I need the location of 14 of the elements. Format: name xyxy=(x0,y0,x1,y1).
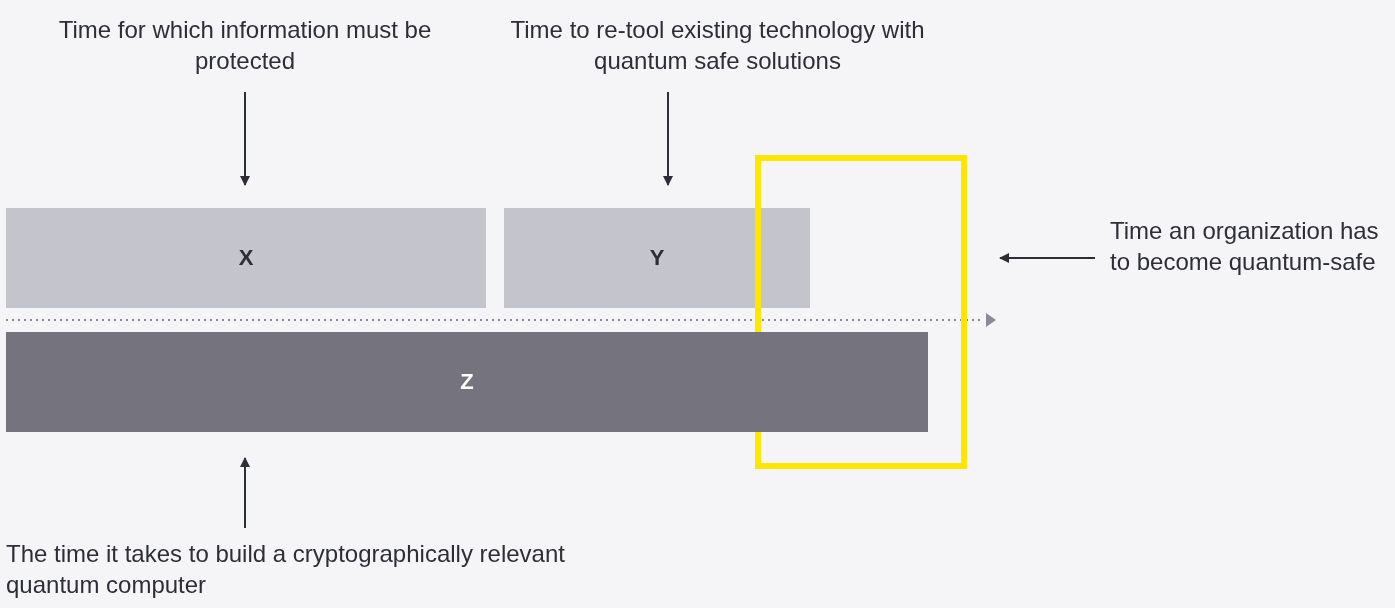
arrow xyxy=(663,91,673,186)
timeline-bar xyxy=(6,208,486,308)
timeline-bar xyxy=(504,208,810,308)
annotation-text: Time for which information must be protected xyxy=(55,14,435,78)
annotation-text: The time it takes to build a cryptographically relevant quantum computer xyxy=(6,538,606,602)
bar-label: X xyxy=(238,245,254,271)
bar-label: Y xyxy=(649,245,665,271)
annotation-text: Time to re-tool existing technology with quantum safe solutions xyxy=(490,14,945,78)
annotation-text: Time an organization has to become quantum-safe xyxy=(1110,215,1390,311)
bar-label: Z xyxy=(460,369,474,395)
arrow xyxy=(240,91,250,186)
timeline-bar xyxy=(6,332,928,432)
arrow xyxy=(999,253,1096,263)
arrow xyxy=(240,457,250,529)
